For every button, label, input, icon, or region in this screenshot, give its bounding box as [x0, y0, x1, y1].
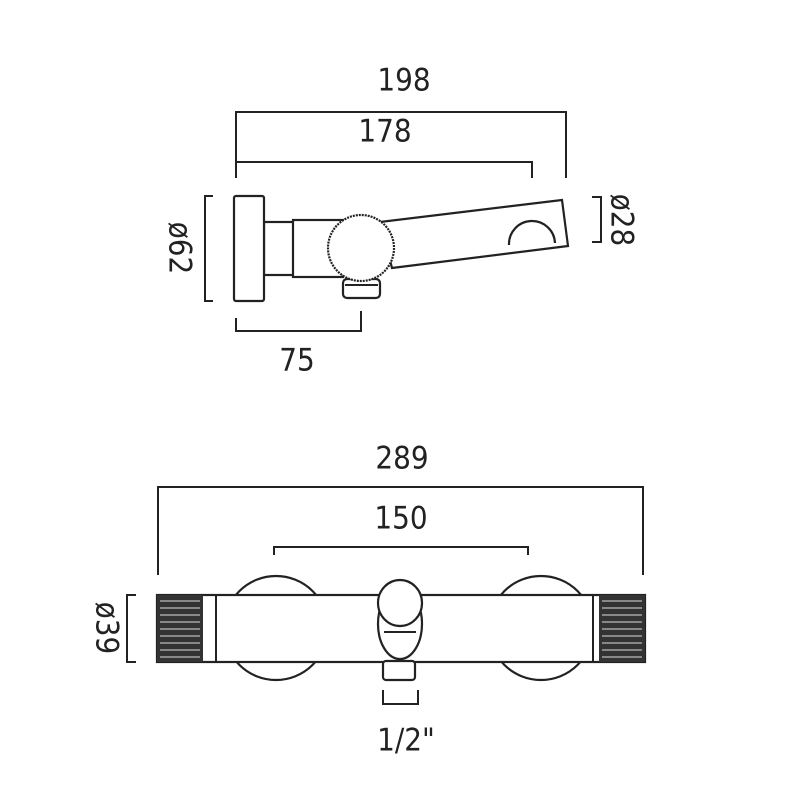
dim-62-bracket	[204, 195, 213, 302]
control-knob	[326, 213, 396, 283]
dim-39-bracket	[126, 594, 136, 663]
side-view: 198 178 ø62 ø28 75	[162, 63, 640, 379]
dim-178-label: 178	[358, 114, 411, 150]
dim-28-label: ø28	[604, 194, 640, 247]
spout-outlet-arc	[507, 219, 557, 246]
dim-198-line	[235, 111, 567, 178]
front-view: 289 150 ø39 1/2"	[89, 441, 647, 759]
dim-198-label: 198	[377, 63, 430, 99]
bottom-outlet	[381, 659, 417, 682]
wall-stem	[262, 220, 296, 277]
dim-half-inch-line	[382, 690, 419, 705]
dim-150-line	[273, 546, 529, 555]
dim-289-line	[157, 486, 644, 575]
diverter-cap	[376, 578, 424, 628]
dim-75-line	[235, 311, 362, 332]
dim-75-label: 75	[279, 343, 314, 379]
dim-178-line	[235, 161, 533, 178]
dim-289-label: 289	[375, 441, 428, 477]
dim-28-bracket	[592, 196, 602, 243]
dim-39-label: ø39	[89, 602, 125, 655]
dim-62-label: ø62	[162, 222, 198, 275]
dim-half-inch-label: 1/2"	[377, 723, 435, 759]
dim-150-label: 150	[374, 501, 427, 537]
wall-plate	[232, 194, 266, 303]
